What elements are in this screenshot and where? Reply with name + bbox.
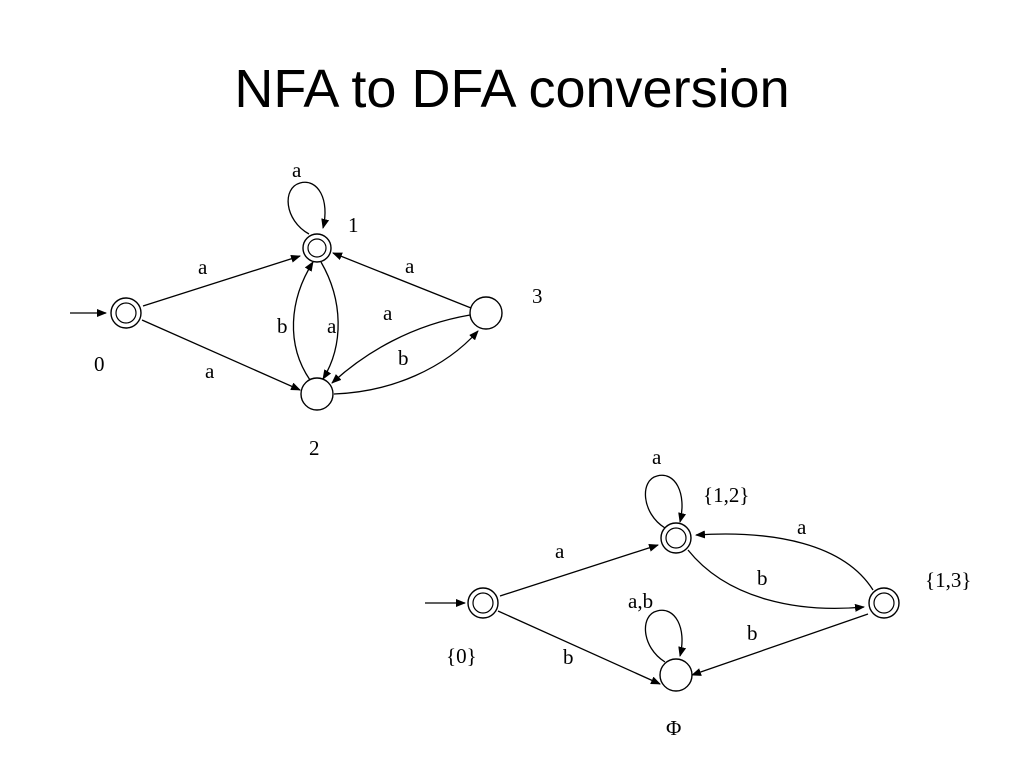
dfa-edge-label: a (797, 515, 807, 539)
dfa-state-label: {0} (446, 644, 477, 668)
dfa-edge-phi-phi-loop (644, 609, 687, 663)
nfa-diagram: 0 1 2 3 a a a b a a a b (70, 158, 543, 460)
nfa-state-0 (110, 297, 142, 329)
nfa-edge-label: a (198, 255, 208, 279)
dfa-edge-label: b (747, 621, 758, 645)
nfa-edge-label: a (327, 314, 337, 338)
dfa-state-1-2 (660, 522, 692, 554)
nfa-edge-label: a (383, 301, 393, 325)
dfa-edge-12-13 (687, 549, 865, 612)
dfa-edge-label: a (555, 539, 565, 563)
dfa-edge-label: a,b (628, 589, 653, 613)
nfa-edge-label: b (398, 346, 409, 370)
dfa-state-label: Φ (666, 716, 681, 740)
nfa-edge-label: a (292, 158, 302, 182)
dfa-edge-label: a (652, 445, 662, 469)
dfa-diagram: {0} {1,2} {1,3} Φ a a b a a,b b b (425, 445, 971, 740)
nfa-state-label: 2 (309, 436, 320, 460)
nfa-state-2 (300, 377, 334, 411)
nfa-edge-2-1 (292, 261, 314, 381)
nfa-edge-3-1 (332, 252, 472, 309)
nfa-edge-1-2 (320, 261, 339, 380)
nfa-state-label: 1 (348, 213, 359, 237)
nfa-edge-label: b (277, 314, 288, 338)
nfa-edge-1-1-loop (287, 181, 330, 235)
dfa-state-label: {1,3} (925, 568, 971, 592)
nfa-edge-0-1 (142, 254, 301, 307)
dfa-edge-label: b (757, 566, 768, 590)
nfa-edge-0-2 (141, 319, 301, 391)
nfa-state-label: 3 (532, 284, 543, 308)
dfa-state-phi (659, 658, 693, 692)
slide-title: NFA to DFA conversion (234, 59, 790, 119)
dfa-edge-0-phi (497, 610, 661, 685)
dfa-edge-0-12 (499, 543, 659, 597)
dfa-state-0 (467, 587, 499, 619)
nfa-edge-2-3 (333, 330, 479, 395)
nfa-edge-label: a (405, 254, 415, 278)
dfa-state-1-3 (868, 587, 900, 619)
dfa-edge-13-phi (691, 613, 869, 676)
dfa-state-label: {1,2} (703, 483, 749, 507)
dfa-edge-label: b (563, 645, 574, 669)
nfa-state-3 (469, 296, 503, 330)
nfa-edge-label: a (205, 359, 215, 383)
nfa-state-1 (302, 233, 332, 263)
nfa-edge-3-2 (331, 314, 471, 384)
dfa-edge-12-12-loop (644, 474, 686, 529)
nfa-state-label: 0 (94, 352, 105, 376)
dfa-edge-13-12 (695, 530, 874, 591)
